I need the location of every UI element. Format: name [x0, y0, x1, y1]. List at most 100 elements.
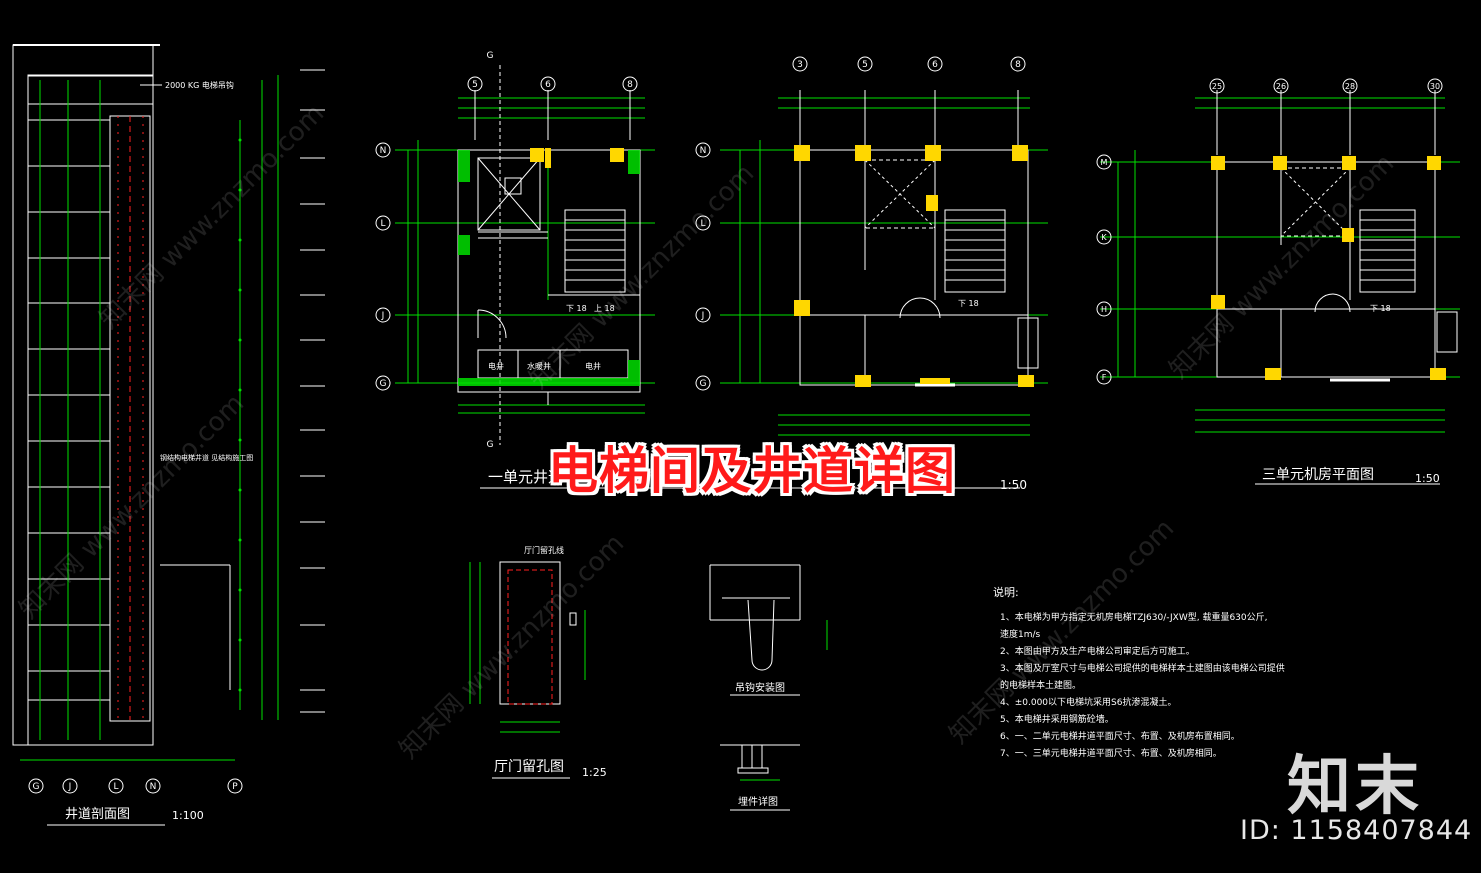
watermark-2: 知末网 www.znzmo.com — [524, 159, 760, 395]
unit3-plan-view — [1100, 90, 1460, 433]
unit3-axis-label-25: 25 — [1212, 82, 1222, 91]
unit2-plan-view — [720, 90, 1048, 436]
unit2-axis-bubble-l — [695, 215, 711, 231]
notes-item-2: 速度1m/s — [1000, 628, 1041, 640]
section-note-shaft: 钢结构电梯井道 见结构施工图 — [160, 453, 253, 462]
main-title-overlay: 电梯间及井道详图 — [548, 442, 956, 500]
unit2-axis-label-j: J — [701, 311, 705, 321]
unit3-axis-label-h: H — [1101, 305, 1107, 314]
section-scale: 1:100 — [172, 809, 204, 822]
unit2-axis-bubble-3 — [792, 56, 808, 72]
unit1-axis-bubble-5 — [467, 76, 483, 92]
unit3-axis-label-26: 26 — [1276, 82, 1286, 91]
unit1-axis-bubble-8 — [622, 76, 638, 92]
notes-item-3: 2、本图由甲方及生产电梯公司审定后方可施工。 — [1000, 645, 1195, 657]
section-note-hook: 2000 KG 电梯吊钩 — [165, 80, 234, 90]
door-opening-view — [469, 561, 586, 779]
notes-item-7: 5、本电梯井采用钢筋砼墙。 — [1000, 713, 1114, 725]
unit3-axis-label-30: 30 — [1430, 82, 1440, 91]
unit3-axis-bubble-f — [1096, 369, 1112, 385]
notes-block: 说明: 1、本电梯为甲方指定无机房电梯TZJ630/-JXW型, 载重量630公… — [993, 585, 1285, 759]
unit1-axis-bubble-j — [375, 307, 391, 323]
door-opening-title: 厅门留孔图 — [494, 759, 564, 775]
unit2-axis-bubble-g — [695, 375, 711, 391]
unit1-room-2: 水暖井 — [527, 361, 551, 371]
unit1-axis-label-j: J — [381, 311, 385, 321]
unit1-axis-bubble-6 — [540, 76, 556, 92]
unit1-title: 一单元井道 — [488, 468, 563, 486]
axis-label-p: P — [232, 782, 238, 792]
unit3-title: 三单元机房平面图 — [1262, 467, 1374, 483]
unit2-axis-label-8: 8 — [1015, 60, 1021, 70]
unit3-axis-label-k: K — [1101, 233, 1107, 242]
unit1-axis-label-l: L — [380, 219, 385, 229]
unit1-cut-mark-top: G — [487, 51, 494, 61]
axis-bubble-p — [227, 778, 243, 794]
axis-label-l: L — [113, 782, 118, 792]
unit3-label-down: 下 18 — [1370, 304, 1391, 313]
unit2-axis-bubble-j — [695, 307, 711, 323]
axis-label-g: G — [33, 782, 40, 792]
unit1-room-3: 电井 — [585, 361, 601, 371]
unit3-axis-label-28: 28 — [1345, 82, 1355, 91]
unit2-label-down: 下 18 — [958, 299, 979, 308]
axis-bubble-j — [62, 778, 78, 794]
unit3-axis-bubbles — [1096, 78, 1443, 385]
notes-item-9: 7、一、三单元电梯井道平面尺寸、布置、及机房相同。 — [1000, 747, 1222, 759]
hook-detail-title: 吊钩安装图 — [735, 681, 785, 694]
axis-bubble-g — [28, 778, 44, 794]
embed-detail-view — [720, 744, 800, 811]
shaft-section-view — [12, 44, 325, 826]
unit2-axis-bubbles — [695, 56, 1026, 391]
unit1-plan-view — [395, 65, 655, 445]
unit1-label-down: 下 18 — [566, 304, 587, 313]
unit2-axis-label-3: 3 — [797, 60, 803, 70]
unit1-room-1: 电井 — [488, 361, 504, 371]
unit1-axis-label-n: N — [380, 146, 387, 156]
unit2-axis-bubble-6 — [927, 56, 943, 72]
unit1-axis-bubble-n — [375, 142, 391, 158]
unit2-axis-label-l: L — [700, 219, 705, 229]
unit2-axis-label-5: 5 — [862, 60, 868, 70]
unit2-axis-bubble-8 — [1010, 56, 1026, 72]
unit1-scale: 1:50 — [1000, 478, 1027, 492]
notes-item-1: 1、本电梯为甲方指定无机房电梯TZJ630/-JXW型, 载重量630公斤, — [1000, 611, 1267, 623]
notes-item-5: 的电梯样本土建图。 — [1000, 679, 1081, 691]
unit2-axis-label-6: 6 — [932, 60, 938, 70]
unit3-axis-label-m: M — [1101, 158, 1108, 167]
image-id-label: ID: 1158407844 — [1240, 815, 1473, 846]
brand-logo: 知末 — [1287, 750, 1423, 824]
unit3-axis-bubble-25 — [1209, 78, 1225, 94]
watermark-4: 知末网 www.znzmo.com — [14, 389, 250, 625]
hook-detail-view — [709, 564, 828, 696]
unit1-axis-label-6: 6 — [545, 80, 551, 90]
watermark-5: 知末网 www.znzmo.com — [394, 529, 630, 765]
unit2-axis-label-n: N — [700, 146, 707, 156]
unit2-axis-bubble-5 — [857, 56, 873, 72]
door-opening-label: 厅门留孔线 — [524, 545, 564, 555]
unit1-axis-label-8: 8 — [627, 80, 633, 90]
axis-bubble-n — [145, 778, 161, 794]
unit3-axis-bubble-30 — [1427, 78, 1443, 94]
unit2-axis-label-g: G — [700, 379, 707, 389]
unit1-axis-bubble-l — [375, 215, 391, 231]
notes-item-8: 6、一、二单元电梯井道平面尺寸、布置、及机房布置相同。 — [1000, 730, 1240, 742]
unit3-axis-bubble-k — [1096, 229, 1112, 245]
watermark-3: 知末网 www.znzmo.com — [1164, 149, 1400, 385]
unit3-axis-bubble-26 — [1273, 78, 1289, 94]
unit3-axis-bubble-h — [1096, 301, 1112, 317]
unit3-axis-label-f: F — [1102, 373, 1107, 382]
notes-item-4: 3、本图及厅室尺寸与电梯公司提供的电梯样本土建图由该电梯公司提供 — [1000, 662, 1285, 674]
section-axis-bubbles — [28, 778, 243, 794]
unit1-cut-mark-bottom: G — [487, 440, 494, 450]
unit3-axis-bubble-28 — [1342, 78, 1358, 94]
axis-label-j: J — [68, 782, 72, 792]
notes-item-6: 4、±0.000以下电梯坑采用S6抗渗混凝土。 — [1000, 696, 1176, 708]
unit1-axis-label-5: 5 — [472, 80, 478, 90]
axis-bubble-l — [108, 778, 124, 794]
notes-heading: 说明: — [993, 585, 1019, 599]
embed-detail-title: 埋件详图 — [738, 795, 778, 808]
unit1-axis-bubble-g — [375, 375, 391, 391]
axis-label-n: N — [150, 782, 157, 792]
